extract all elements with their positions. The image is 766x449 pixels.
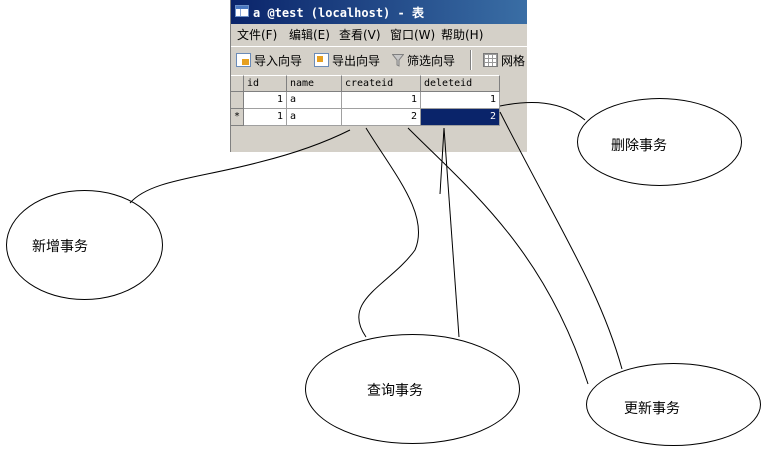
column-header-createid[interactable]: createid: [342, 75, 421, 92]
filter-wizard-label: 筛选向导: [407, 53, 456, 68]
menu-help[interactable]: 帮助(H): [441, 28, 484, 42]
connector-query-createid: [358, 127, 420, 338]
row-selector[interactable]: [231, 92, 244, 109]
window-titlebar[interactable]: a @test (localhost) - 表: [231, 0, 527, 24]
export-wizard-label: 导出向导: [332, 53, 381, 68]
cell-id[interactable]: 1: [244, 92, 287, 109]
menu-edit[interactable]: 编辑(E): [289, 28, 330, 42]
connector-update-deleteid: [499, 111, 623, 370]
query-transaction-label: 查询事务: [367, 383, 423, 399]
grid-view-button[interactable]: 网格: [483, 51, 525, 69]
menu-view[interactable]: 查看(V): [339, 28, 381, 42]
menu-bar: 文件(F) 编辑(E) 查看(V) 窗口(W) 帮助(H): [231, 24, 527, 44]
table-window: a @test (localhost) - 表 文件(F) 编辑(E) 查看(V…: [230, 0, 527, 152]
cell-deleteid[interactable]: 1: [421, 92, 500, 109]
import-icon: [236, 53, 251, 67]
connector-delete: [499, 102, 586, 121]
filter-wizard-button[interactable]: 筛选向导: [392, 51, 455, 69]
cell-name[interactable]: a: [287, 109, 342, 126]
import-wizard-label: 导入向导: [254, 53, 303, 68]
table-icon: [235, 5, 249, 17]
toolbar-separator: [470, 50, 472, 70]
update-transaction-bubble: [586, 363, 761, 446]
column-header-id[interactable]: id: [244, 75, 287, 92]
delete-transaction-bubble: [577, 98, 742, 186]
funnel-icon: [392, 53, 404, 67]
connector-create: [129, 129, 351, 204]
data-grid: id name createid deleteid 1 a 1 1 * 1 a …: [231, 75, 527, 152]
export-icon: [314, 53, 329, 67]
grid-view-label: 网格: [501, 53, 526, 68]
cell-createid[interactable]: 2: [342, 109, 421, 126]
toolbar: 导入向导 导出向导 筛选向导 网格: [231, 46, 527, 73]
update-transaction-label: 更新事务: [624, 401, 680, 417]
grid-corner: [231, 75, 244, 92]
delete-transaction-label: 删除事务: [611, 138, 667, 154]
cell-deleteid-selected[interactable]: 2: [421, 109, 500, 126]
create-transaction-label: 新增事务: [32, 239, 88, 255]
cell-createid[interactable]: 1: [342, 92, 421, 109]
cell-id[interactable]: 1: [244, 109, 287, 126]
create-transaction-bubble: [6, 190, 163, 300]
export-wizard-button[interactable]: 导出向导: [314, 51, 380, 69]
cell-name[interactable]: a: [287, 92, 342, 109]
grid-icon: [483, 53, 498, 67]
row-selector[interactable]: *: [231, 109, 244, 126]
column-header-name[interactable]: name: [287, 75, 342, 92]
window-title: a @test (localhost) - 表: [253, 6, 424, 20]
menu-file[interactable]: 文件(F): [237, 28, 278, 42]
menu-window[interactable]: 窗口(W): [390, 28, 436, 42]
query-transaction-bubble: [305, 334, 520, 444]
connector-query-deleteid: [443, 127, 460, 338]
connector-update-row: [407, 127, 589, 385]
import-wizard-button[interactable]: 导入向导: [236, 51, 302, 69]
column-header-deleteid[interactable]: deleteid: [421, 75, 500, 92]
